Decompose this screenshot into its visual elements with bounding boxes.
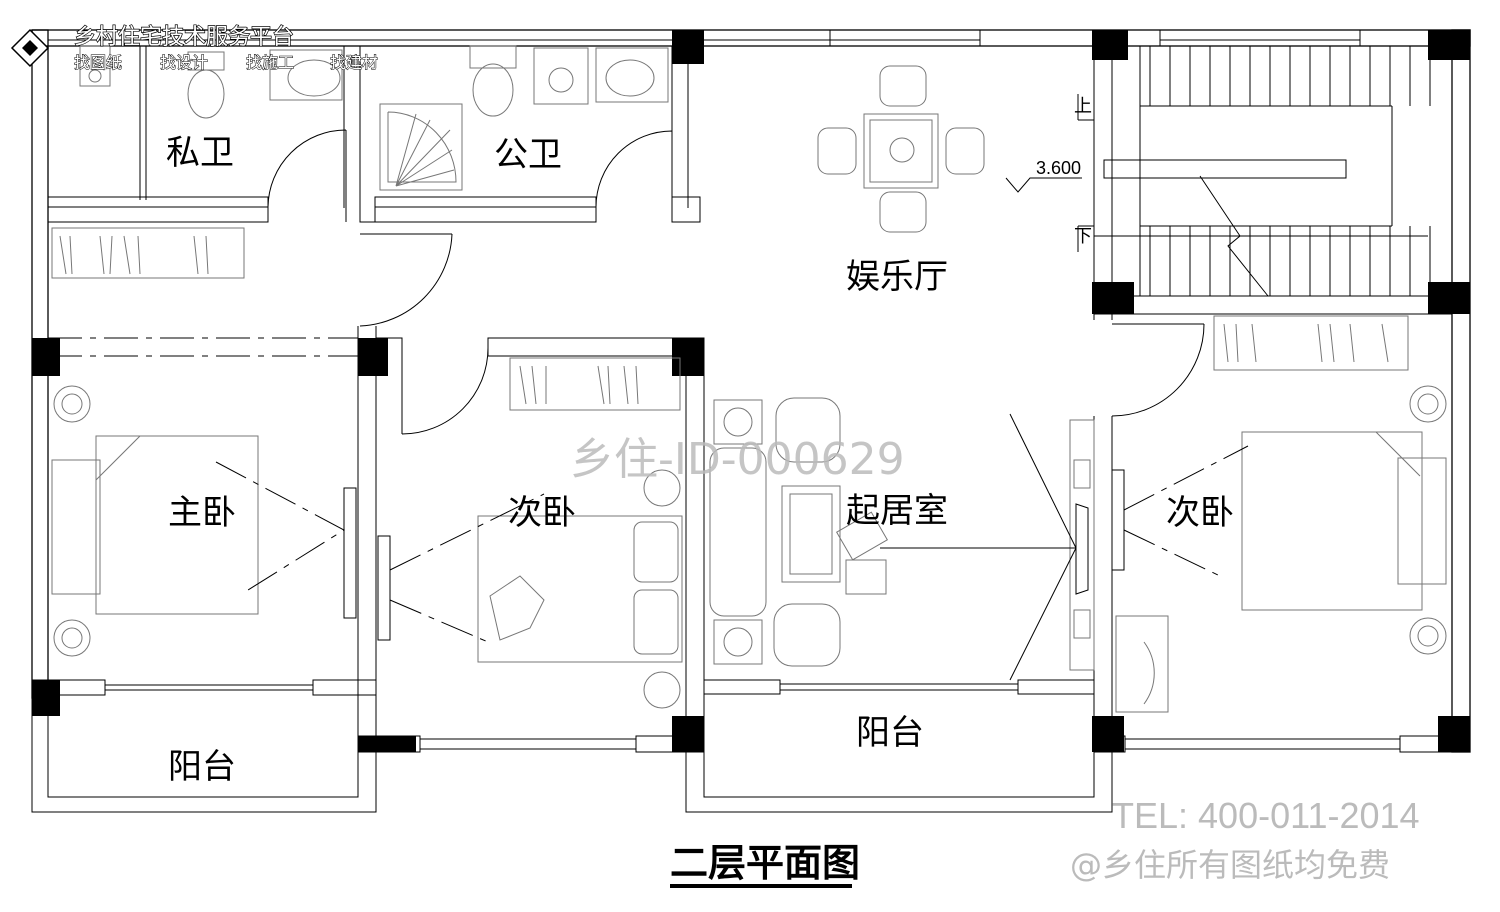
living-furniture: [709, 397, 1095, 681]
label-second-bedroom-right: 次卧: [1166, 493, 1234, 533]
wardrobes: [51, 227, 1409, 411]
plan-title: 二层平面图: [670, 841, 860, 885]
label-balcony-left: 阳台: [168, 747, 236, 787]
label-entertainment-hall: 娱乐厅: [846, 257, 948, 297]
elevation-label: 3.600: [1036, 158, 1081, 178]
private-bath-fixtures: [79, 45, 343, 119]
label-master-bedroom: 主卧: [168, 493, 236, 533]
room-labels: 私卫 公卫 娱乐厅 主卧 次卧 起居室 次卧 阳台 阳台 上 下: [166, 96, 1234, 787]
logo-link-construction[interactable]: 找施工: [246, 53, 295, 73]
walls: [31, 29, 1471, 813]
logo-name: 乡村住宅技术服务平台: [74, 25, 294, 50]
columns: [32, 30, 1470, 752]
label-private-bath: 私卫: [166, 133, 234, 173]
public-bath-fixtures: [379, 45, 669, 191]
elevation-marker: 3.600: [1005, 158, 1082, 193]
logo-link-drawings[interactable]: 找图纸: [74, 53, 123, 73]
label-second-bedroom-mid: 次卧: [508, 493, 576, 533]
logo-mark-icon: [10, 28, 50, 68]
watermark-free: @乡住所有图纸均免费: [1070, 846, 1390, 884]
stair-down-label: 下: [1074, 226, 1092, 247]
stair-up-label: 上: [1074, 96, 1092, 117]
label-public-bath: 公卫: [494, 135, 562, 175]
watermark-id: 乡住-ID-000629: [570, 434, 905, 485]
logo-link-design[interactable]: 找设计: [160, 53, 209, 73]
logo-link-materials[interactable]: 找建材: [330, 53, 379, 73]
drawing-title: 二层平面图: [670, 841, 860, 888]
label-balcony-mid: 阳台: [856, 713, 924, 753]
brand-logo: 乡村住宅技术服务平台 找图纸 找设计 找施工 找建材: [10, 24, 379, 73]
stairs: [1077, 46, 1431, 297]
mahjong-table: [817, 65, 985, 233]
label-living-room: 起居室: [846, 491, 948, 531]
beds: [51, 385, 1447, 713]
watermarks: 乡住-ID-000629 TEL: 400-011-2014 @乡住所有图纸均免…: [570, 434, 1420, 884]
watermark-tel: TEL: 400-011-2014: [1112, 795, 1420, 836]
doors: [267, 129, 1205, 435]
